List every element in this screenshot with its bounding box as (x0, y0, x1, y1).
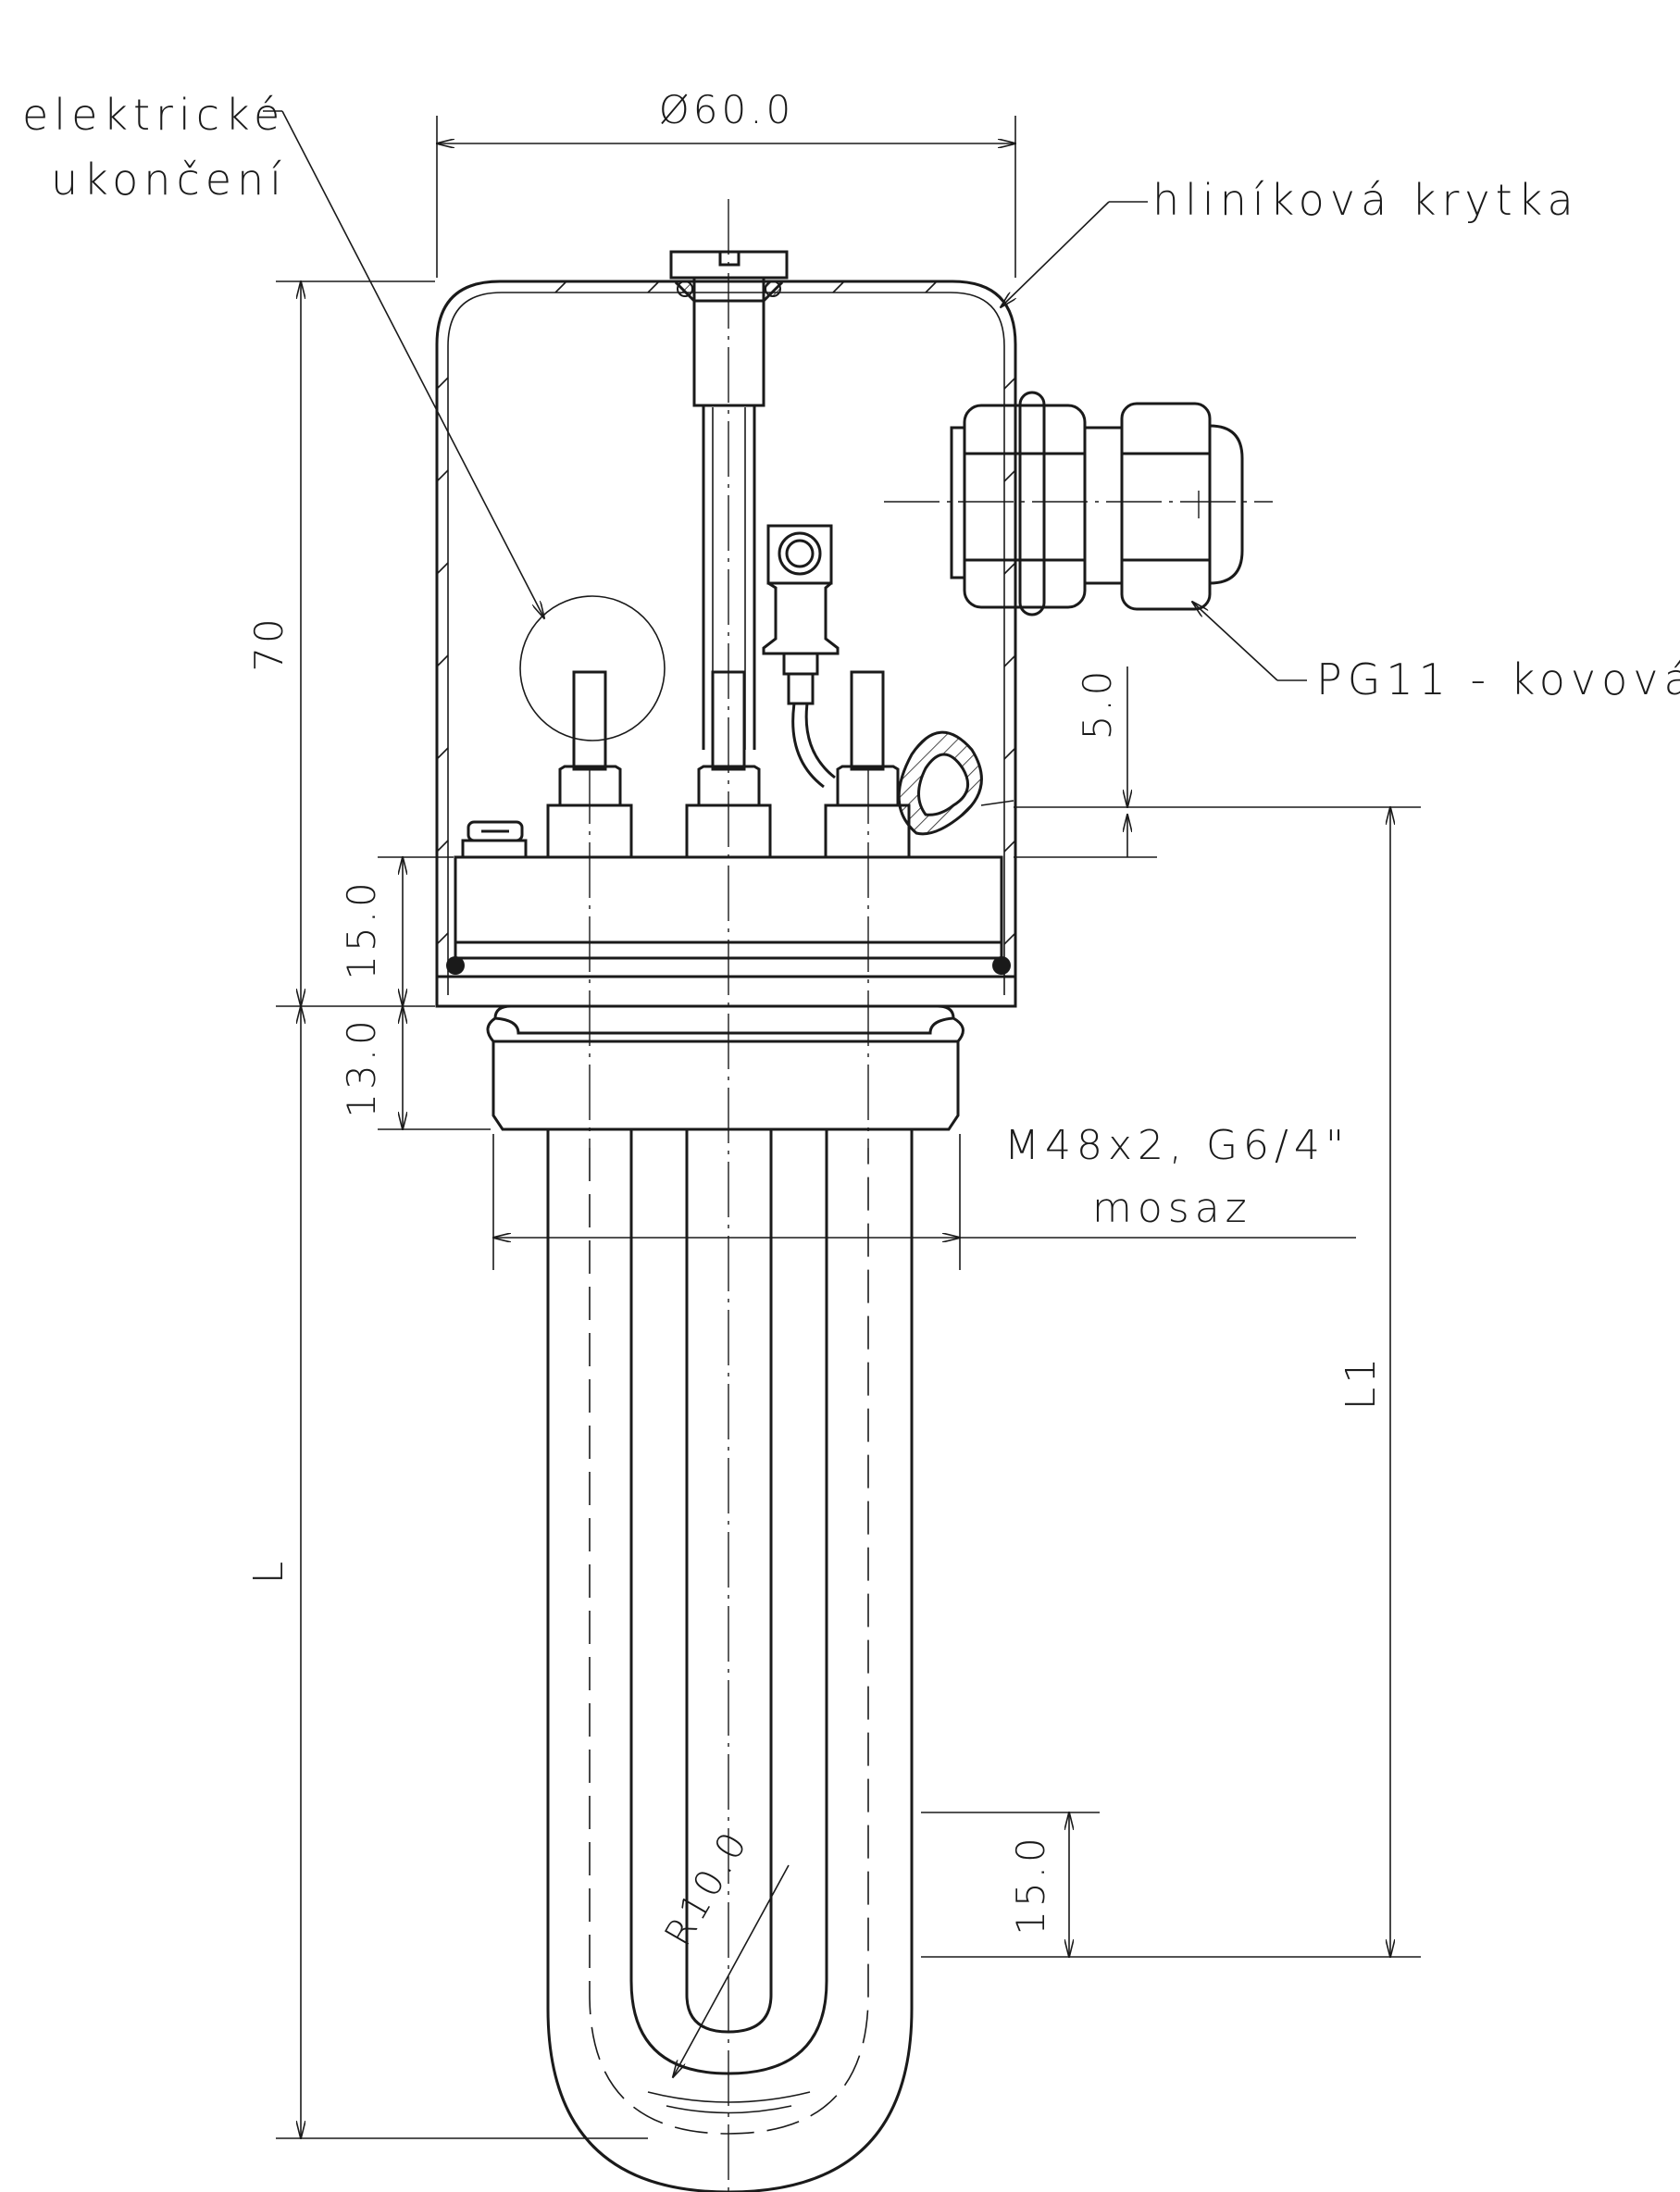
dim-13-label: 13.0 (339, 1016, 384, 1118)
dim-L1 (921, 807, 1421, 1957)
dim-radius (673, 1864, 790, 2077)
dim-thread-width (493, 1134, 1356, 1270)
dim-70-label: 70 (246, 615, 292, 671)
dim-15-flange-label: 15.0 (339, 878, 384, 980)
heating-element (546, 1129, 914, 2192)
dim-thread (378, 1006, 491, 1129)
dim-bottom (921, 1812, 1100, 1957)
label-thread-1: M48x2, G6/4" (1004, 1122, 1350, 1169)
dim-radius-label: R10.0 (657, 1823, 757, 1954)
dim-diameter-label: Ø60.0 (659, 87, 795, 132)
label-cover: hliníková krytka (1152, 175, 1579, 225)
thread-body (486, 1004, 964, 1131)
leader-cover (1001, 201, 1148, 307)
dim-diameter (437, 116, 1015, 278)
earth-terminal (762, 524, 1014, 836)
cable-gland (884, 391, 1273, 616)
leader-gland (1192, 602, 1307, 681)
dim-5-label: 5.0 (1075, 667, 1120, 741)
detail-circle (519, 595, 666, 741)
terminal-posts (461, 670, 911, 859)
label-thread-2: mosaz (1092, 1185, 1252, 1232)
flange (435, 855, 1017, 1008)
leader-electric (263, 110, 544, 618)
aluminum-cover (435, 280, 1017, 1006)
dim-15-bottom-label: 15.0 (1008, 1834, 1053, 1936)
label-gland: PG11 - kovová (1316, 654, 1680, 704)
label-electric-1: elektrické (22, 90, 285, 140)
dim-gap (1014, 666, 1421, 858)
label-electric-2: ukončení (51, 155, 287, 205)
dim-L (276, 1006, 648, 2138)
dim-flange (378, 857, 454, 1006)
dim-L-label: L (245, 1558, 292, 1585)
dim-L1-label: L1 (1338, 1354, 1385, 1411)
